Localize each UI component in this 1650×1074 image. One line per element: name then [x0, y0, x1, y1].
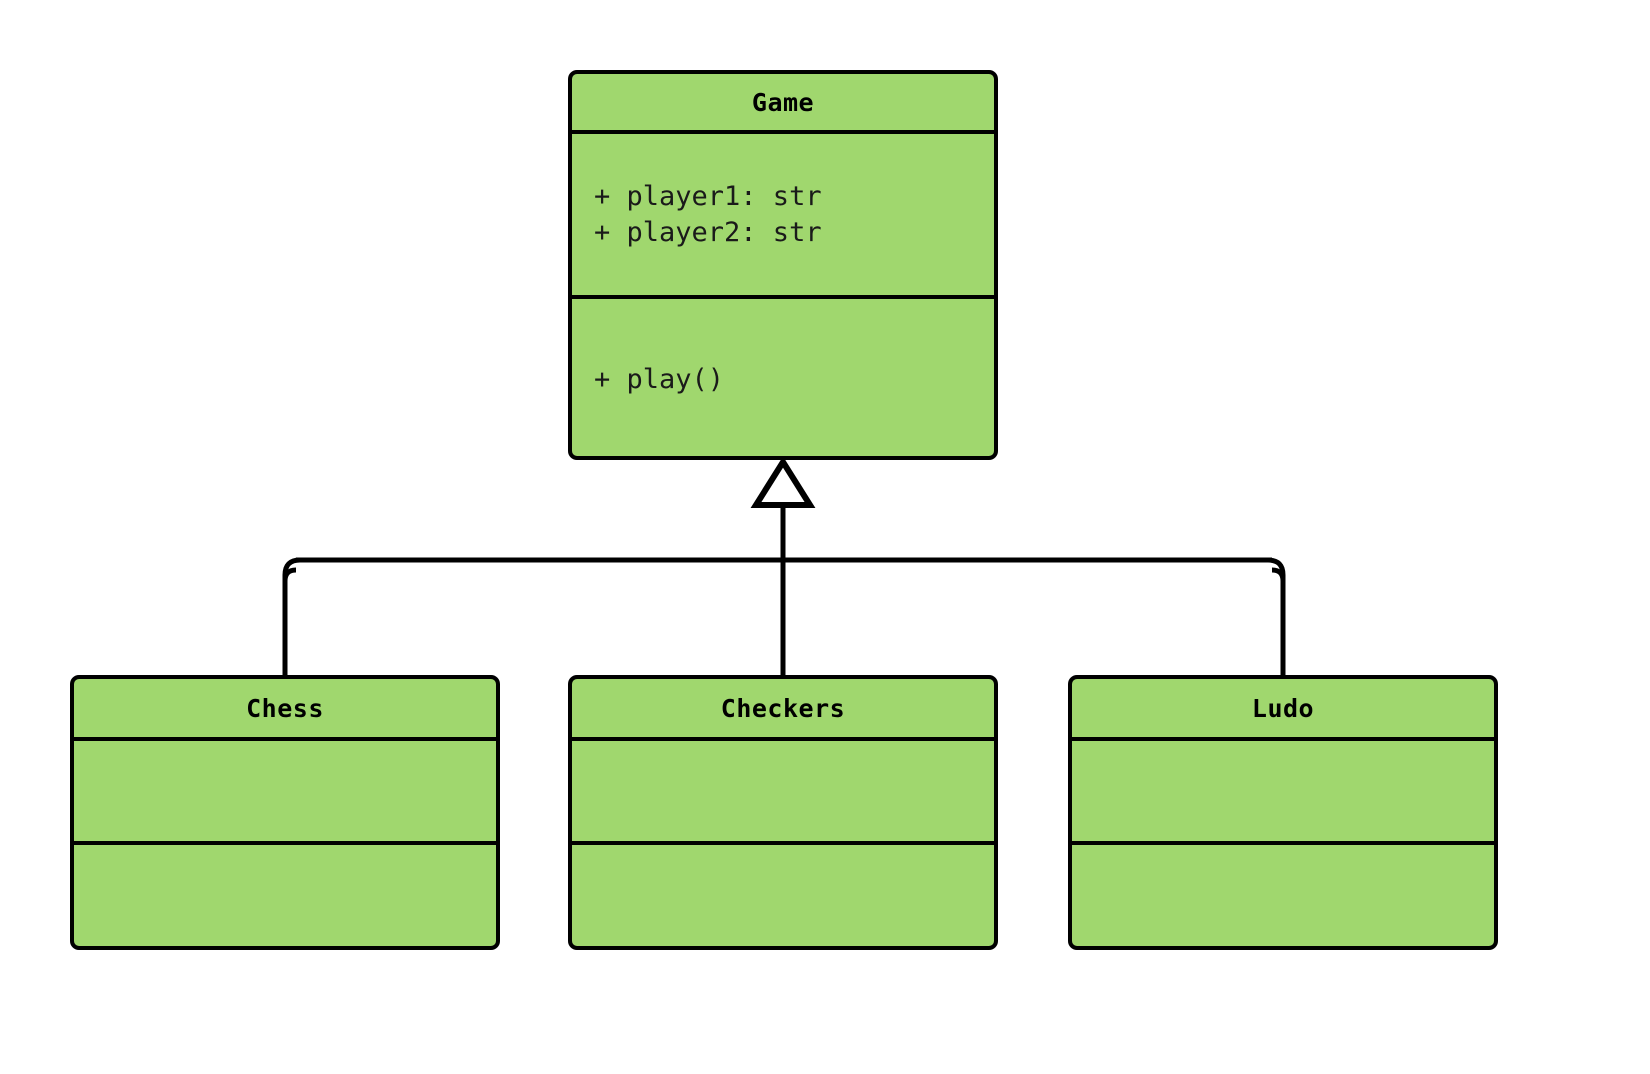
edge-branch-ludo — [1271, 567, 1286, 677]
class-box-chess[interactable]: Chess — [70, 675, 500, 950]
class-box-ludo[interactable]: Ludo — [1068, 675, 1498, 950]
attribute-item: + player1: str — [594, 180, 822, 212]
methods-compartment-ludo — [1072, 845, 1494, 946]
class-divider — [572, 130, 994, 134]
methods-compartment-chess — [74, 845, 496, 946]
class-name-ludo: Ludo — [1251, 693, 1315, 723]
attribute-item: + player2: str — [594, 216, 822, 248]
class-divider — [572, 841, 994, 845]
methods-compartment-game: + play() — [572, 299, 994, 456]
class-box-checkers[interactable]: Checkers — [568, 675, 998, 950]
class-divider — [572, 295, 994, 299]
attributes-compartment-game: + player1: str + player2: str — [572, 134, 994, 295]
class-divider — [74, 841, 496, 845]
attributes-compartment-chess — [74, 741, 496, 841]
class-divider — [1072, 841, 1494, 845]
class-divider — [74, 737, 496, 741]
attributes-compartment-ludo — [1072, 741, 1494, 841]
class-name-chess: Chess — [246, 693, 324, 723]
class-divider — [1072, 737, 1494, 741]
class-name-game: Game — [751, 87, 815, 117]
method-item: + play() — [594, 363, 725, 395]
edge-bus-path — [282, 557, 1286, 677]
class-divider — [572, 737, 994, 741]
generalization-arrowhead — [750, 456, 816, 508]
class-box-game[interactable]: Game + player1: str + player2: str + pla… — [568, 70, 998, 460]
edge-branch-chess — [282, 567, 297, 677]
methods-compartment-checkers — [572, 845, 994, 946]
class-name-checkers: Checkers — [720, 693, 846, 723]
attributes-compartment-checkers — [572, 741, 994, 841]
